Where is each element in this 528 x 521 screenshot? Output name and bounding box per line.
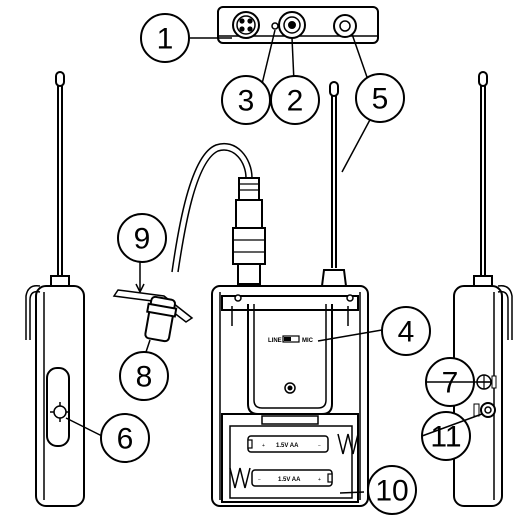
callout-4-circle bbox=[381, 306, 431, 356]
battery-top-label: 1.5V AA bbox=[276, 443, 299, 449]
battery-top-minus: − bbox=[318, 443, 321, 449]
battery-bottom-minus: − bbox=[258, 477, 261, 483]
lavalier-microphone bbox=[112, 262, 194, 343]
callout-8-circle bbox=[119, 351, 169, 401]
left-side-view-unit bbox=[25, 71, 85, 507]
callout-9-circle bbox=[117, 213, 167, 263]
callout-5: 5 bbox=[372, 83, 389, 116]
battery-top-plus: + bbox=[262, 443, 265, 449]
callout-4: 4 bbox=[398, 316, 415, 349]
line-label: LINE bbox=[268, 338, 282, 344]
battery-bottom bbox=[229, 467, 333, 489]
callout-2-circle bbox=[270, 75, 320, 125]
power-button bbox=[473, 402, 496, 418]
callout-3: 3 bbox=[238, 85, 255, 118]
callout-2: 2 bbox=[287, 85, 304, 118]
callout-7: 7 bbox=[442, 367, 459, 400]
callout-6: 6 bbox=[117, 423, 134, 456]
top-view-unit bbox=[217, 6, 379, 44]
battery-top bbox=[247, 433, 359, 455]
callout-5-circle bbox=[355, 73, 405, 123]
battery-bottom-plus: + bbox=[318, 477, 321, 483]
microphone-cable bbox=[171, 142, 266, 285]
callout-8: 8 bbox=[136, 361, 153, 394]
volume-knob bbox=[50, 402, 70, 422]
callout-10: 10 bbox=[375, 475, 408, 508]
battery-compartment bbox=[221, 413, 359, 503]
line-mic-switch bbox=[282, 335, 300, 343]
callout-1-circle bbox=[140, 13, 190, 63]
callout-10-circle bbox=[367, 465, 417, 515]
callout-9: 9 bbox=[134, 223, 151, 256]
callout-1: 1 bbox=[157, 23, 174, 56]
center-antenna bbox=[320, 81, 348, 287]
mic-label: MIC bbox=[302, 338, 314, 344]
callout-11: 11 bbox=[430, 421, 461, 454]
callout-6-circle bbox=[100, 413, 150, 463]
battery-bottom-label: 1.5V AA bbox=[278, 477, 301, 483]
